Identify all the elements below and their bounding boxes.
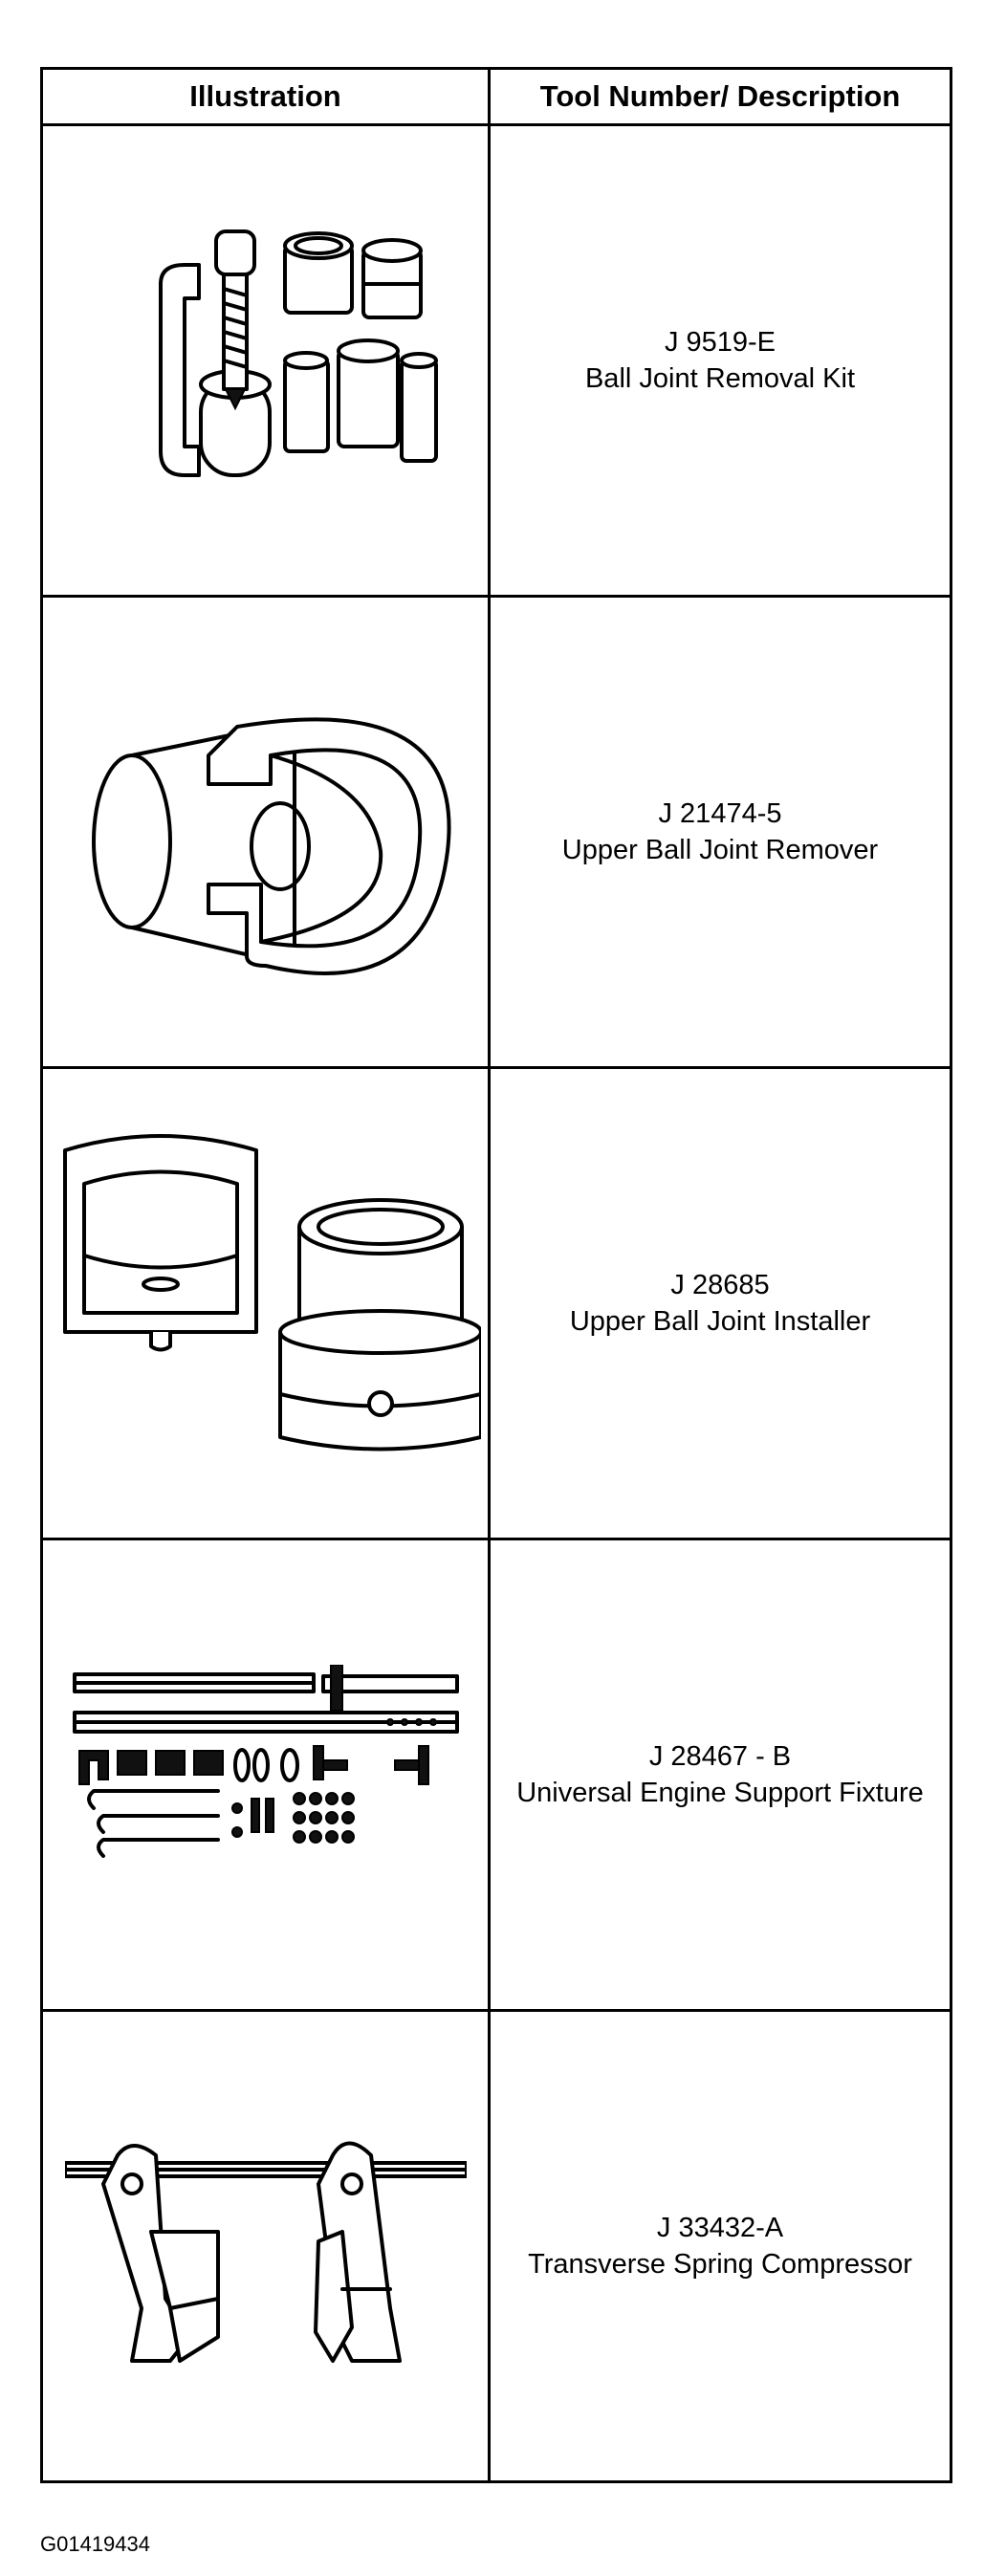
transverse-spring-compressor-icon bbox=[64, 2141, 467, 2363]
tool-number: J 28685 bbox=[670, 1270, 770, 1300]
table-row: J 21474-5 Upper Ball Joint Remover bbox=[40, 595, 952, 1069]
figure-id: G01419434 bbox=[40, 2532, 150, 2556]
tool-description: Universal Engine Support Fixture bbox=[516, 1778, 924, 1808]
tool-description-cell: J 28467 - B Universal Engine Support Fix… bbox=[488, 1538, 952, 2012]
tool-number: J 21474-5 bbox=[658, 798, 782, 829]
tool-description: Transverse Spring Compressor bbox=[528, 2249, 912, 2280]
tool-description: Upper Ball Joint Installer bbox=[569, 1306, 871, 1337]
upper-ball-joint-remover-icon bbox=[91, 717, 450, 975]
table-row: J 9519-E Ball Joint Removal Kit bbox=[40, 123, 952, 598]
tool-description: Ball Joint Removal Kit bbox=[584, 363, 856, 394]
tool-description: Upper Ball Joint Remover bbox=[561, 835, 879, 865]
header-row: Illustration Tool Number/ Description bbox=[40, 67, 952, 126]
special-tools-table: Illustration Tool Number/ Description bbox=[40, 67, 952, 2483]
upper-ball-joint-installer-icon bbox=[62, 1134, 481, 1452]
illustration-cell bbox=[40, 123, 491, 598]
tool-description-cell: J 33432-A Transverse Spring Compressor bbox=[488, 2009, 952, 2483]
table-row: J 33432-A Transverse Spring Compressor bbox=[40, 2009, 952, 2483]
header-tool-description: Tool Number/ Description bbox=[488, 67, 952, 126]
tool-description-cell: J 9519-E Ball Joint Removal Kit bbox=[488, 123, 952, 598]
illustration-cell bbox=[40, 2009, 491, 2483]
tool-number: J 33432-A bbox=[656, 2213, 784, 2243]
table-row: J 28685 Upper Ball Joint Installer bbox=[40, 1066, 952, 1540]
illustration-cell bbox=[40, 1538, 491, 2012]
engine-support-fixture-icon bbox=[72, 1665, 459, 1858]
illustration-cell bbox=[40, 1066, 491, 1540]
tool-number: J 28467 - B bbox=[648, 1741, 792, 1772]
tool-number: J 9519-E bbox=[664, 327, 776, 358]
ball-joint-removal-kit-icon bbox=[158, 229, 438, 477]
tool-description-cell: J 21474-5 Upper Ball Joint Remover bbox=[488, 595, 952, 1069]
header-illustration: Illustration bbox=[40, 67, 491, 126]
illustration-cell bbox=[40, 595, 491, 1069]
tool-description-cell: J 28685 Upper Ball Joint Installer bbox=[488, 1066, 952, 1540]
table-row: J 28467 - B Universal Engine Support Fix… bbox=[40, 1538, 952, 2012]
